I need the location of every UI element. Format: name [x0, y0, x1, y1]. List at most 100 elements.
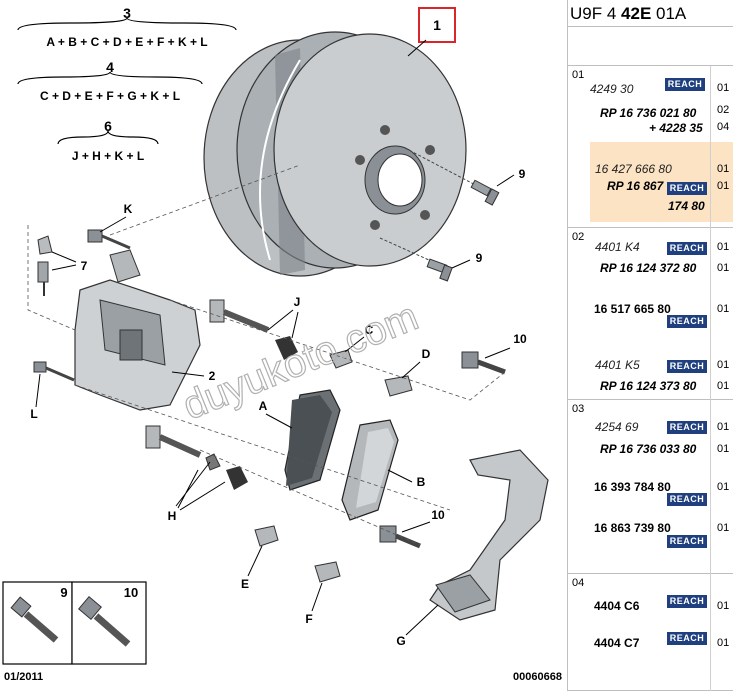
header-suffix: 01A — [651, 4, 687, 23]
part-reference[interactable]: RP 16 124 372 80 — [600, 261, 697, 275]
callout-a: A — [259, 399, 268, 413]
callout-k: K — [124, 202, 133, 216]
parts-group — [568, 66, 733, 228]
part-quantity: 01 — [717, 163, 730, 175]
formula-3-number: 3 — [123, 5, 131, 21]
column-divider — [710, 228, 711, 400]
part-quantity: 01 — [717, 241, 730, 253]
callout-b: B — [417, 475, 426, 489]
clip-d — [384, 375, 413, 397]
clip-f — [314, 561, 341, 583]
group-number: 04 — [572, 577, 585, 589]
brake-exploded-diagram: 3 A + B + C + D + E + F + K + L 4 C + D … — [2, 5, 562, 683]
callout-10-lower: 10 — [431, 508, 445, 522]
callout-2: 2 — [209, 369, 216, 383]
formula-6-text: J + H + K + L — [72, 149, 144, 163]
part-quantity: 01 — [717, 262, 730, 274]
part-reference[interactable]: 4401 K5 — [595, 358, 640, 372]
guide-pin-h — [145, 425, 248, 490]
callout-1-label: 1 — [433, 17, 441, 33]
reach-badge: REACH — [667, 421, 707, 434]
part-reference[interactable]: 16 427 666 80 — [595, 162, 672, 176]
brake-disc — [203, 31, 467, 277]
parts-group — [568, 574, 733, 691]
part-quantity: 01 — [717, 481, 730, 493]
part-reference[interactable]: 16 393 784 80 — [594, 480, 671, 494]
disc-screw-lower — [379, 237, 453, 282]
reach-badge: REACH — [667, 360, 707, 373]
formula-3: 3 A + B + C + D + E + F + K + L — [17, 5, 237, 49]
callout-d: D — [422, 347, 431, 361]
group-number: 03 — [572, 403, 585, 415]
part-reference[interactable]: 4249 30 — [590, 82, 634, 96]
caliper-carrier — [429, 449, 549, 621]
caliper-body — [74, 249, 201, 411]
reach-badge: REACH — [667, 595, 707, 608]
callout-9-lower: 9 — [476, 251, 483, 265]
reach-badge: REACH — [667, 632, 707, 645]
formula-4: 4 C + D + E + F + G + K + L — [17, 59, 203, 103]
formula-4-text: C + D + E + F + G + K + L — [40, 89, 180, 103]
callout-labels: 9 9 7 K J C D 10 2 A L B H 10 E F G — [30, 167, 527, 648]
clip-e — [254, 525, 279, 547]
bolt-k — [87, 229, 131, 250]
part-reference[interactable]: RP 16 124 373 80 — [600, 379, 697, 393]
bolt-l — [33, 361, 75, 382]
part-quantity: 01 — [717, 421, 730, 433]
part-reference[interactable]: + 4228 35 — [649, 121, 703, 135]
part-quantity: 01 — [717, 443, 730, 455]
bolt-10-upper — [461, 351, 506, 375]
panel-header: U9F 4 42E 01A — [568, 0, 733, 27]
callout-c: C — [365, 323, 374, 337]
part-quantity: 01 — [717, 359, 730, 371]
callout-l: L — [30, 407, 37, 421]
formula-4-number: 4 — [106, 59, 114, 75]
diagram-ref-number: 00060668 — [513, 671, 562, 683]
part-reference[interactable]: 4401 K4 — [595, 240, 640, 254]
bleed-screws — [37, 235, 53, 296]
callout-f: F — [305, 612, 312, 626]
guide-pin-j — [209, 299, 298, 360]
formula-6-number: 6 — [104, 118, 112, 134]
part-quantity: 01 — [717, 380, 730, 392]
callout-7: 7 — [81, 259, 88, 273]
reach-badge: REACH — [667, 315, 707, 328]
callout-e: E — [241, 577, 249, 591]
reach-badge: REACH — [667, 535, 707, 548]
part-quantity: 01 — [717, 180, 730, 192]
part-reference[interactable]: 174 80 — [668, 199, 705, 213]
part-quantity: 02 — [717, 104, 730, 116]
part-quantity: 01 — [717, 82, 730, 94]
diagram-date: 01/2011 — [4, 671, 43, 683]
part-reference[interactable]: RP 16 736 021 80 — [600, 106, 697, 120]
column-divider — [710, 574, 711, 691]
bolt-10-lower — [379, 525, 421, 549]
part-quantity: 04 — [717, 121, 730, 133]
callout-9-upper: 9 — [519, 167, 526, 181]
header-prefix: U9F 4 — [570, 4, 622, 23]
reach-badge: REACH — [667, 242, 707, 255]
part-reference[interactable]: 16 863 739 80 — [594, 521, 671, 535]
part-reference[interactable]: 4404 C6 — [594, 599, 640, 613]
parts-group — [568, 400, 733, 574]
part-reference[interactable]: 16 517 665 80 — [594, 302, 671, 316]
parts-group — [568, 228, 733, 400]
group-number: 02 — [572, 231, 585, 243]
reach-badge: REACH — [667, 493, 707, 506]
formula-3-text: A + B + C + D + E + F + K + L — [46, 35, 207, 49]
part-reference[interactable]: 4254 69 — [595, 420, 639, 434]
part-quantity: 01 — [717, 637, 730, 649]
part-reference[interactable]: RP 16 736 033 80 — [600, 442, 697, 456]
brake-pad-a — [284, 389, 341, 491]
callout-j: J — [294, 295, 301, 309]
formula-6: 6 J + H + K + L — [57, 118, 159, 163]
column-divider — [710, 400, 711, 574]
header-bold: 42E — [621, 4, 652, 23]
column-divider — [710, 66, 711, 228]
part-reference[interactable]: RP 16 867 — [607, 179, 664, 193]
inset-box-right: 10 — [71, 581, 147, 665]
callout-g: G — [396, 634, 405, 648]
part-reference[interactable]: 4404 C7 — [594, 636, 640, 650]
callout-1: 1 — [407, 7, 456, 57]
reach-badge: REACH — [665, 78, 705, 91]
